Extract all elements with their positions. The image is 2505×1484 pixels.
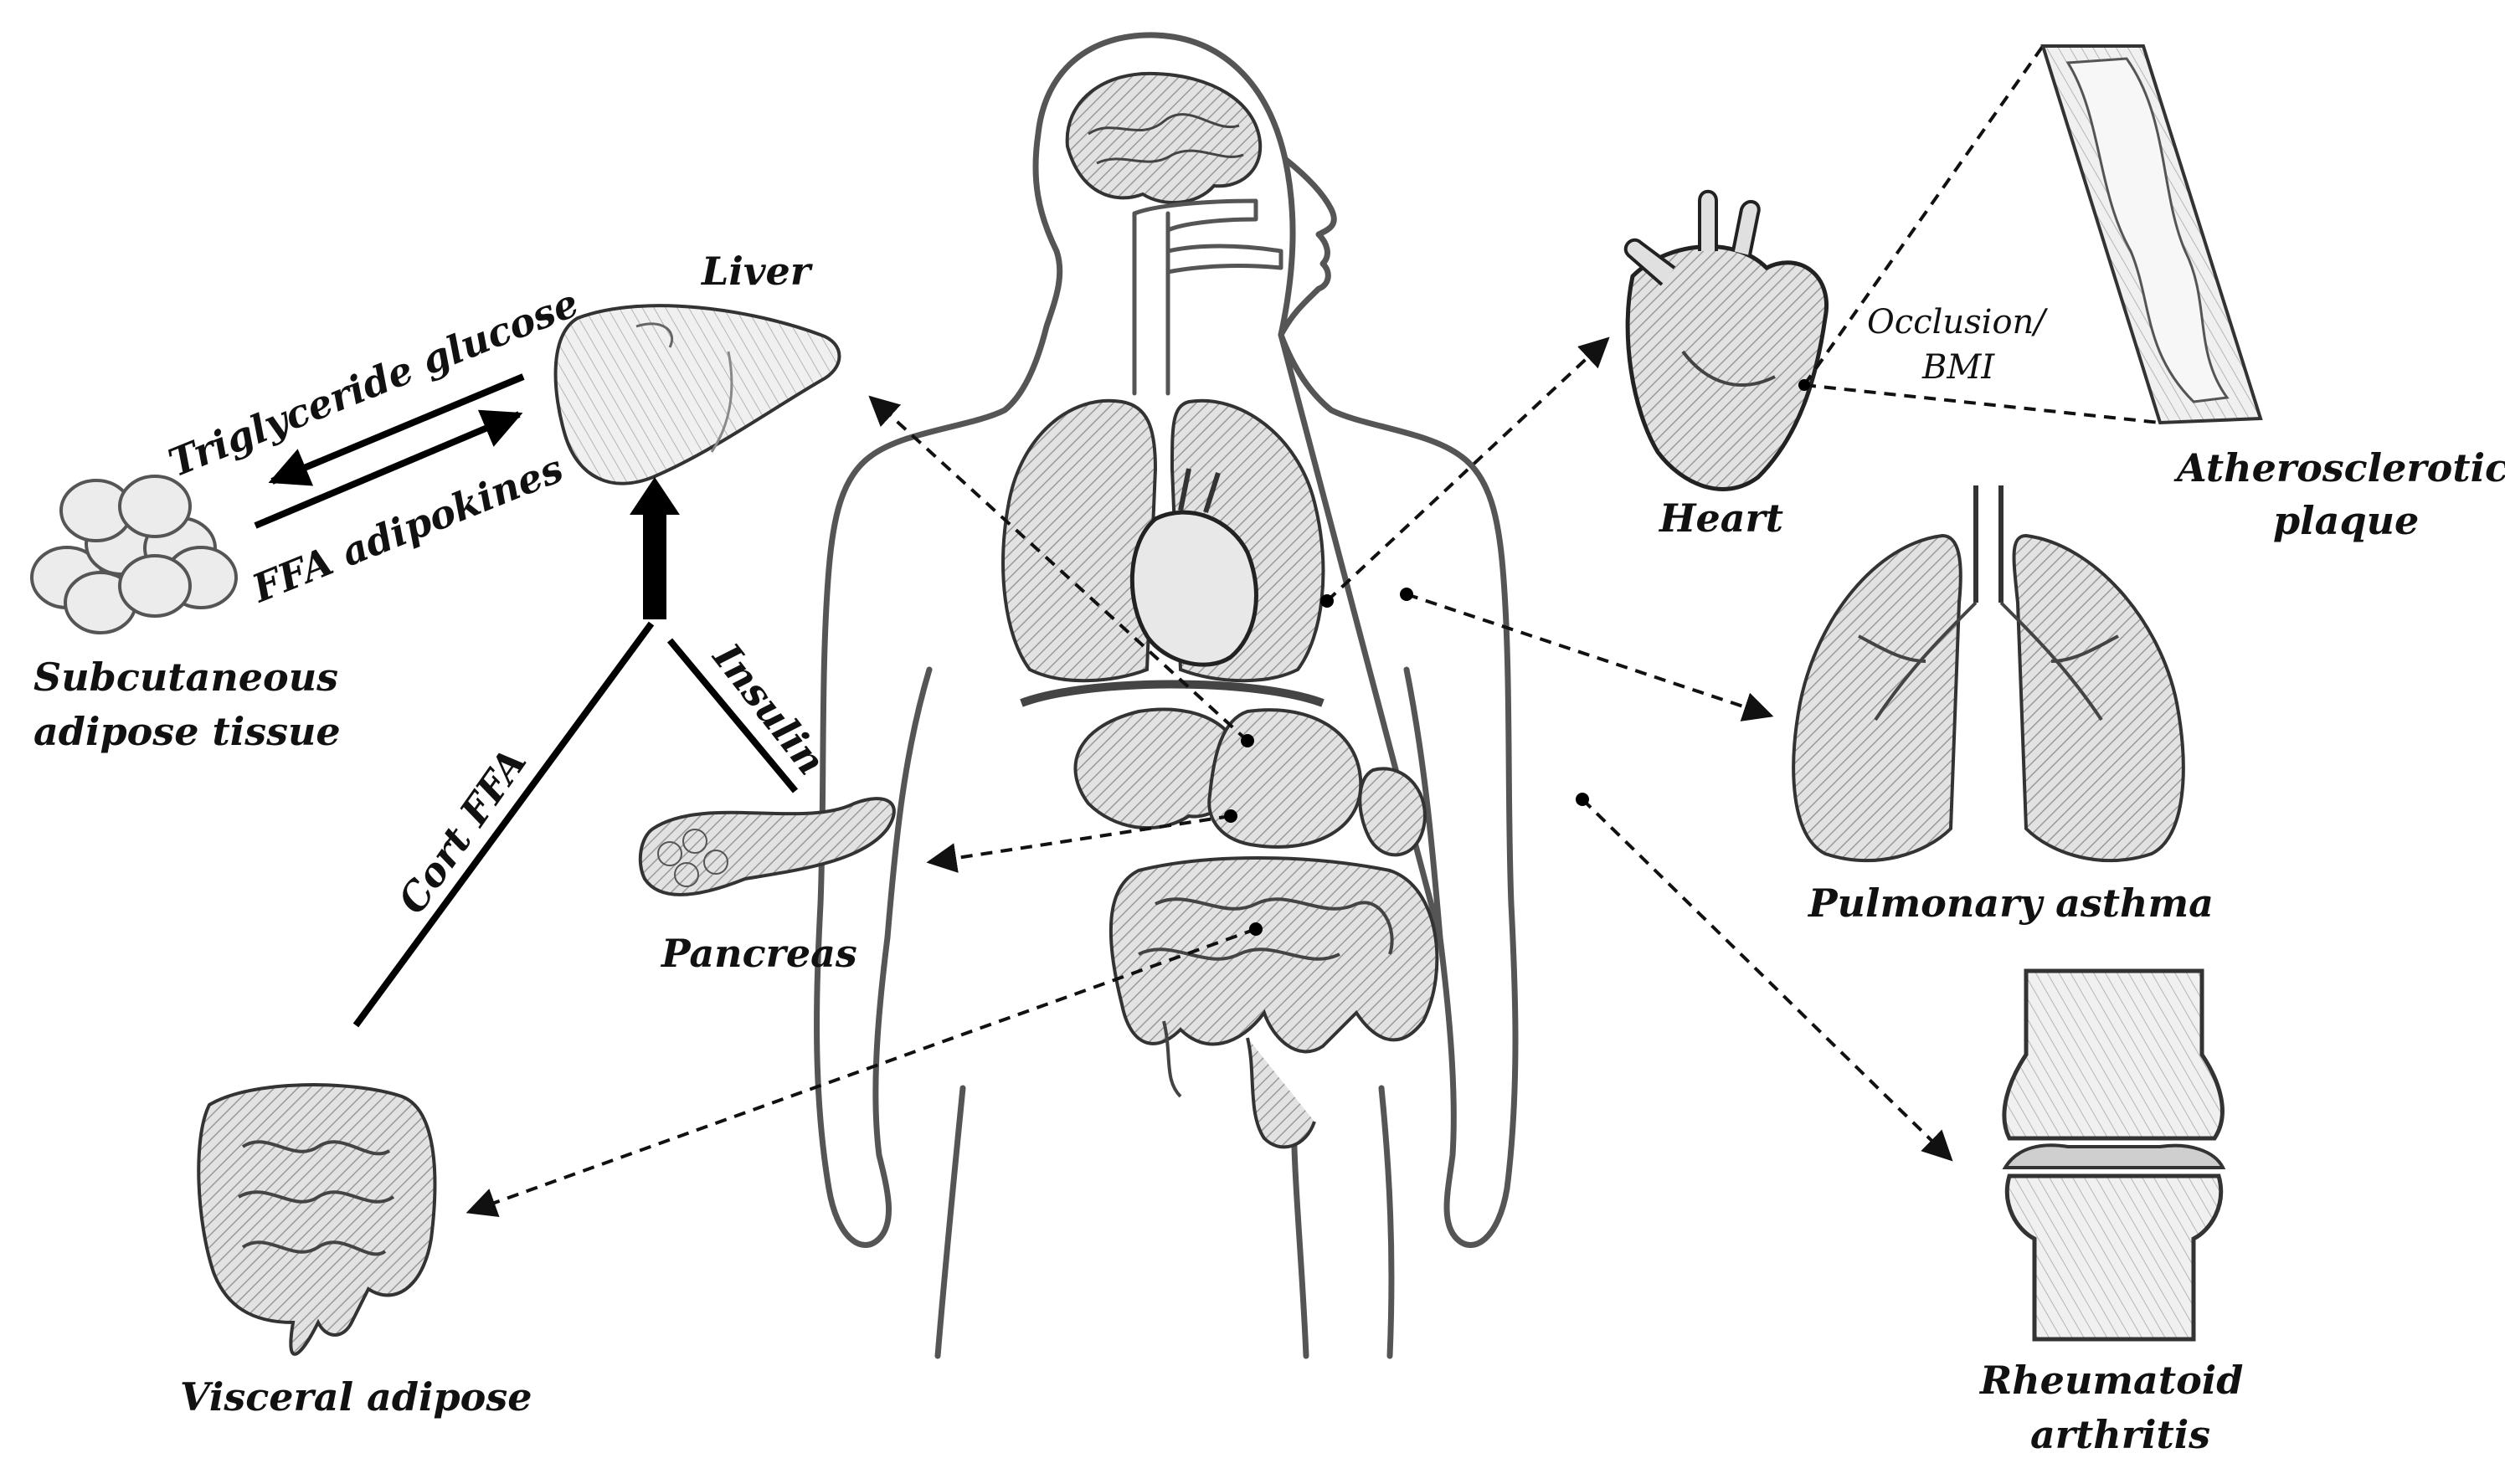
body-digestive-organs-icon [1073,707,1439,1149]
heart-label: Heart [1658,496,1783,541]
occlusion-label-line2: BMI [1921,348,1995,387]
pulmonary-asthma-label: Pulmonary asthma [1807,881,2214,926]
connector-arrows [466,336,1953,1217]
liver-icon [553,304,841,485]
atherosclerotic-label-line1: Atherosclerotic [2173,445,2505,490]
subcutaneous-label-line2: adipose tissue [33,709,341,754]
diaphragm [1020,680,1325,707]
heart-zoom-dot [1798,379,1810,391]
triglyceride-glucose-label: Triglyceride glucose [162,280,585,485]
human-body-silhouette-icon [814,32,1519,1359]
intestines-icon [197,1083,437,1356]
knee-joint-icon [2002,968,2226,1342]
rheumatoid-label-line2: arthritis [2030,1412,2210,1457]
liver-fat-arrows [254,373,525,529]
subcutaneous-label-line1: Subcutaneous [33,655,338,700]
artery-plaque-icon [2040,44,2263,425]
up-arrow-to-liver [630,477,680,619]
visceral-adipose-label: Visceral adipose [180,1374,532,1420]
artery-zoom-line-top [1803,44,2045,387]
body-heart-icon [1129,468,1258,667]
liver-label: Liver [700,249,814,294]
airway-icon [1132,198,1283,396]
cort-ffa-label: Cort FFA [389,740,535,922]
lungs-icon [1792,485,2185,862]
fat-cells-icon [30,475,238,634]
brain-icon [1065,71,1263,204]
heart-icon [1623,189,1829,491]
occlusion-label-line1: Occlusion/ [1867,303,2048,341]
pancreas-icon [638,797,896,896]
atherosclerotic-label-line2: plaque [2273,498,2419,543]
artery-zoom-line-bottom [1803,383,2161,424]
rheumatoid-label-line1: Rheumatoid [1978,1358,2243,1403]
pancreas-label: Pancreas [660,931,857,976]
pathway-lines [352,621,799,1028]
